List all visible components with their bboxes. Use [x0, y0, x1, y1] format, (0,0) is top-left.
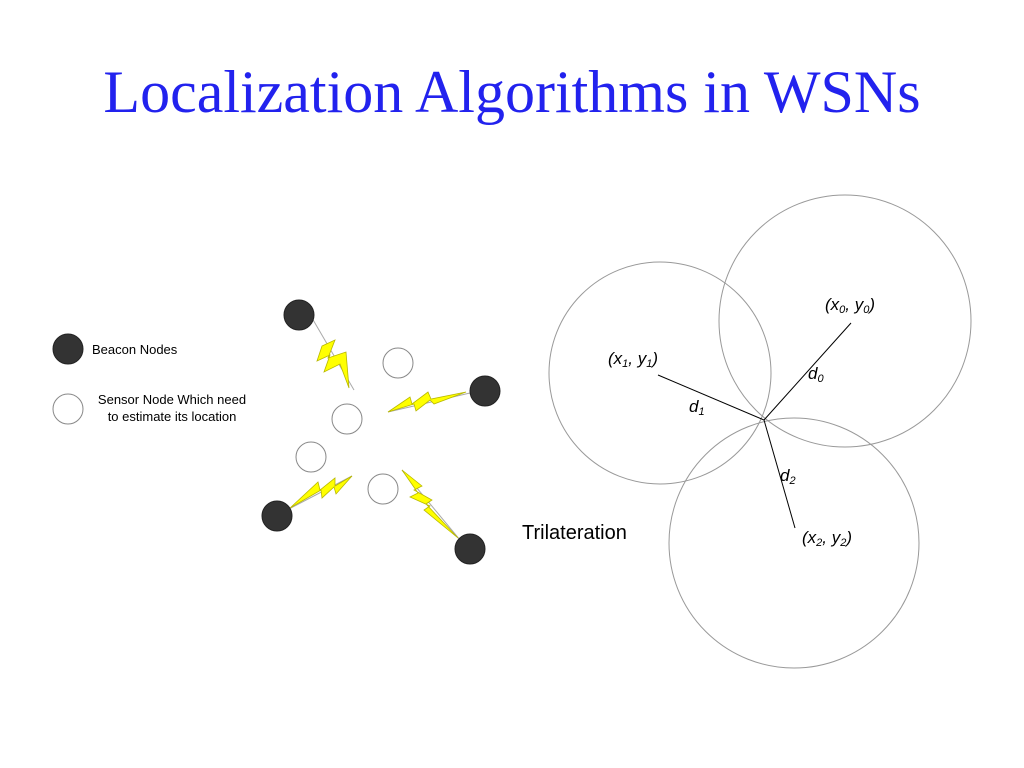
anchor-1-coordinates: (x1, y1) [608, 349, 659, 370]
beacon-node-4 [454, 533, 486, 565]
lightning-bolt-1 [311, 317, 355, 391]
distance-label-d1: d1 [689, 397, 705, 418]
radius-line-d0 [763, 322, 852, 421]
trilateration-circle-0 [718, 194, 972, 448]
sensor-node-1 [382, 347, 414, 379]
radius-line-d1 [657, 374, 765, 421]
trilateration-label: Trilateration [522, 522, 627, 544]
distance-label-d2: d2 [780, 466, 796, 487]
legend-beacon-label: Beacon Nodes [92, 342, 178, 357]
legend-beacon-icon [52, 333, 84, 365]
legend-sensor-label: Sensor Node Which need to estimate its l… [82, 391, 262, 425]
sensor-node-2 [331, 403, 363, 435]
anchor-0-coordinates: (x0, y0) [825, 295, 876, 316]
trilateration-circle-1 [548, 261, 772, 485]
anchor-2-coordinates: (x2, y2) [802, 528, 853, 549]
beacon-node-1 [283, 299, 315, 331]
lightning-bolt-2 [387, 391, 471, 413]
legend-sensor-label-line2: to estimate its location [107, 409, 237, 424]
beacon-node-2 [469, 375, 501, 407]
distance-label-d0: d0 [808, 364, 824, 385]
lightning-bolt-4 [401, 469, 461, 541]
slide-title: Localization Algorithms in WSNs [103, 59, 921, 125]
beacon-node-3 [261, 500, 293, 532]
legend-sensor-icon [52, 393, 84, 425]
sensor-node-4 [367, 473, 399, 505]
sensor-node-3 [295, 441, 327, 473]
radius-line-d2 [763, 419, 796, 529]
trilateration-circle-2 [668, 417, 920, 669]
legend-sensor-label-line1: Sensor Node Which need [97, 392, 247, 407]
lightning-bolt-3 [288, 475, 353, 510]
